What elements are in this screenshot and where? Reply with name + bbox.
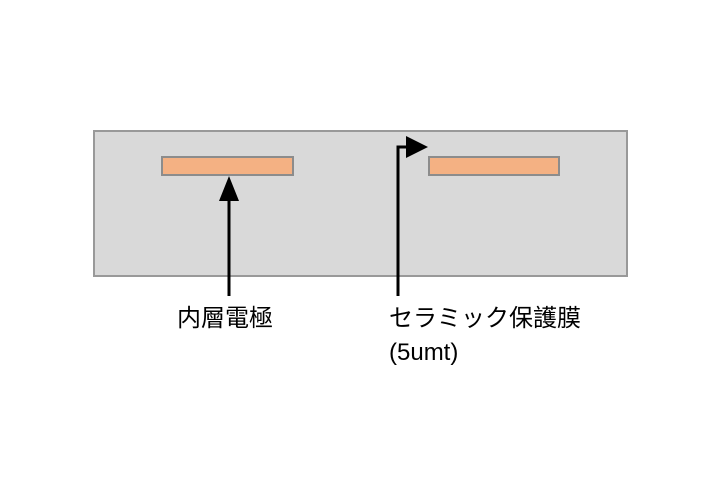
inner-electrode-right-rect [428,156,560,176]
inner-electrode-left-rect [161,156,294,176]
ceramic-film-label-line1: セラミック保護膜 [389,305,581,332]
ceramic-film-label: セラミック保護膜 (5umt) [389,302,581,370]
inner-electrode-label: 内層電極 [177,305,273,332]
ceramic-body-rect [93,130,628,277]
ceramic-film-label-line2: (5umt) [389,339,459,366]
